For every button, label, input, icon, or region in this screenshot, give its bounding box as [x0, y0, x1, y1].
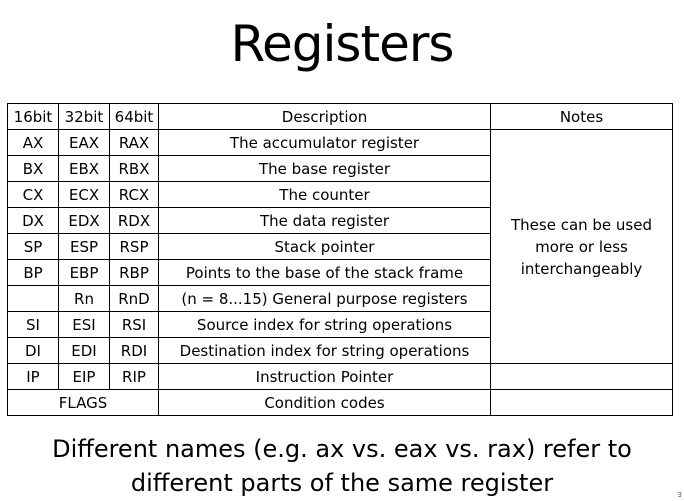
cell-16bit: IP [7, 363, 59, 390]
cell-32bit: ECX [58, 181, 110, 208]
cell-16bit: BX [7, 155, 59, 182]
cell-description: The base register [158, 155, 491, 182]
cell-description: The data register [158, 207, 491, 234]
cell-32bit: EDX [58, 207, 110, 234]
cell-16bit: DI [7, 337, 59, 364]
table-row: CX ECX RCX The counter [7, 181, 673, 208]
bottom-caption-line-1: Different names (e.g. ax vs. eax vs. rax… [52, 435, 632, 463]
cell-32bit: ESP [58, 233, 110, 260]
cell-16bit [7, 285, 59, 312]
header-description: Description [158, 103, 491, 130]
header-notes: Notes [490, 103, 673, 130]
cell-64bit: RSP [109, 233, 159, 260]
cell-flags-name: FLAGS [7, 389, 159, 416]
cell-32bit: EAX [58, 129, 110, 156]
cell-description: The accumulator register [158, 129, 491, 156]
cell-description: Instruction Pointer [158, 363, 491, 390]
cell-description: Source index for string operations [158, 311, 491, 338]
table-row: Rn RnD (n = 8...15) General purpose regi… [7, 285, 673, 312]
cell-16bit: SI [7, 311, 59, 338]
table-header-row: 16bit 32bit 64bit Description Notes [7, 103, 673, 130]
cell-64bit: RCX [109, 181, 159, 208]
cell-64bit: RAX [109, 129, 159, 156]
table-row: AX EAX RAX The accumulator register Thes… [7, 129, 673, 364]
cell-64bit: RIP [109, 363, 159, 390]
cell-description: Stack pointer [158, 233, 491, 260]
registers-table: 16bit 32bit 64bit Description Notes AX E… [7, 103, 673, 416]
cell-16bit: CX [7, 181, 59, 208]
header-64bit: 64bit [109, 103, 159, 130]
header-16bit: 16bit [7, 103, 59, 130]
cell-16bit: AX [7, 129, 59, 156]
page-number: 3 [677, 491, 682, 499]
cell-description: Points to the base of the stack frame [158, 259, 491, 286]
notes-cell: These can be used more or less interchan… [490, 129, 673, 364]
slide-title: Registers [230, 15, 455, 73]
cell-64bit: RDX [109, 207, 159, 234]
cell-32bit: Rn [58, 285, 110, 312]
cell-64bit: RBX [109, 155, 159, 182]
table-row: SP ESP RSP Stack pointer [7, 233, 673, 260]
cell-16bit: DX [7, 207, 59, 234]
cell-16bit: SP [7, 233, 59, 260]
bottom-caption: Different names (e.g. ax vs. eax vs. rax… [0, 432, 684, 500]
cell-32bit: EBP [58, 259, 110, 286]
notes-empty-cell [490, 389, 673, 416]
cell-32bit: EIP [58, 363, 110, 390]
cell-flags-description: Condition codes [158, 389, 491, 416]
table-row: IP EIP RIP Instruction Pointer [7, 363, 673, 390]
cell-64bit: RBP [109, 259, 159, 286]
cell-16bit: BP [7, 259, 59, 286]
cell-64bit: RDI [109, 337, 159, 364]
cell-32bit: EBX [58, 155, 110, 182]
cell-32bit: EDI [58, 337, 110, 364]
table-row: SI ESI RSI Source index for string opera… [7, 311, 673, 338]
notes-empty-cell [490, 363, 673, 390]
cell-32bit: ESI [58, 311, 110, 338]
table-row-flags: FLAGS Condition codes [7, 389, 673, 416]
cell-64bit: RnD [109, 285, 159, 312]
cell-description: (n = 8...15) General purpose registers [158, 285, 491, 312]
header-32bit: 32bit [58, 103, 110, 130]
table-row: DX EDX RDX The data register [7, 207, 673, 234]
cell-description: Destination index for string operations [158, 337, 491, 364]
cell-64bit: RSI [109, 311, 159, 338]
cell-description: The counter [158, 181, 491, 208]
table-row: BX EBX RBX The base register [7, 155, 673, 182]
table-row: BP EBP RBP Points to the base of the sta… [7, 259, 673, 286]
table-row: DI EDI RDI Destination index for string … [7, 337, 673, 364]
bottom-caption-line-2: different parts of the same register [130, 469, 554, 497]
